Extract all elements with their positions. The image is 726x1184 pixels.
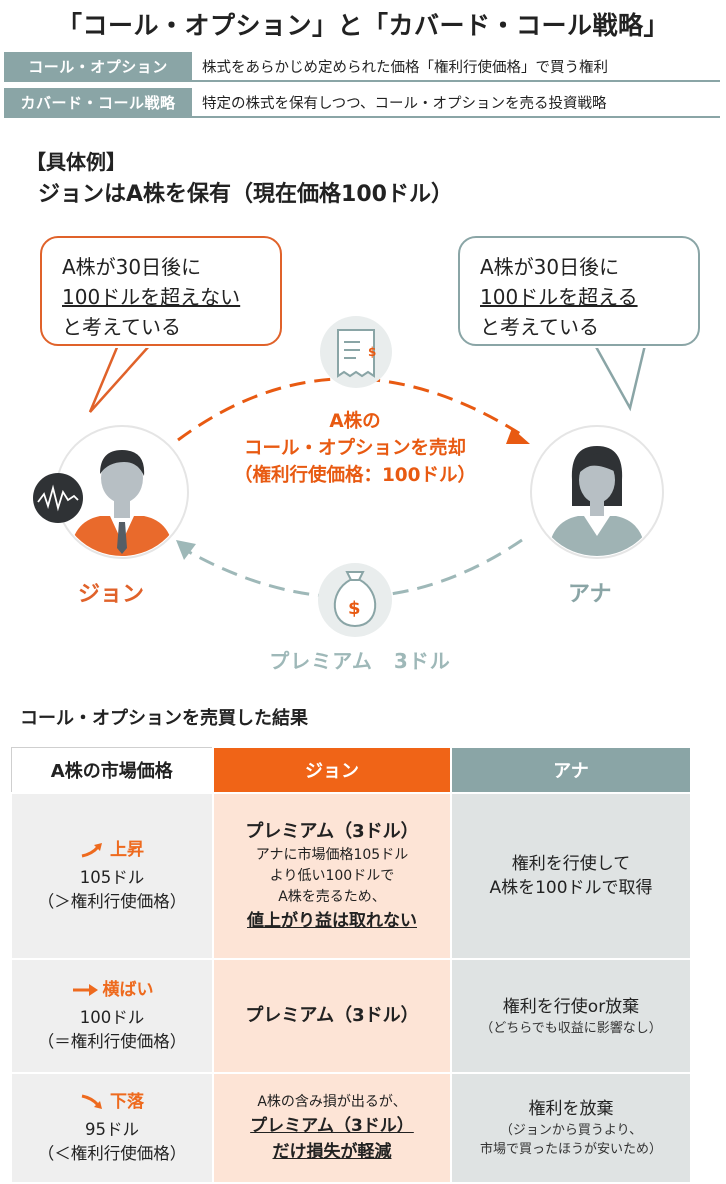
john-emphasis-text: だけ損失が軽減	[272, 1141, 392, 1162]
definition-desc: 株式をあらかじめ定められた価格「権利行使価格」で買う権利	[202, 59, 608, 76]
ana-note-text: （どちらでも収益に影響なし）	[480, 1020, 662, 1036]
stock-chart-icon	[33, 473, 83, 523]
trend-flat-icon	[72, 984, 98, 996]
svg-text:$: $	[348, 598, 361, 619]
condition-text: （＝権利行使価格）	[37, 1032, 187, 1051]
sale-arrow-head	[506, 428, 530, 444]
trend-label: 横ばい	[12, 978, 212, 1002]
price-text: 95ドル	[85, 1120, 139, 1139]
trend-label: 上昇	[12, 838, 212, 862]
ana-cell: 権利を放棄 （ジョンから買うより、 市場で買ったほうが安いため）	[450, 1072, 692, 1184]
example-label: 【具体例】	[26, 150, 126, 174]
trend-down-icon	[81, 1094, 102, 1109]
trend-text: 下落	[110, 1092, 144, 1112]
market-cell: 上昇 105ドル （＞権利行使価格）	[10, 792, 214, 960]
john-avatar	[55, 425, 189, 559]
john-cell: プレミアム（3ドル） アナに市場価格105ドル より低い100ドルで A株を売る…	[212, 792, 452, 960]
john-detail-text: より低い100ドルで	[269, 867, 395, 884]
ana-note-text: 市場で買ったほうが安いため）	[479, 1142, 662, 1157]
john-emphasis-text: プレミアム（3ドル）	[250, 1115, 414, 1136]
price-text: 100ドル	[79, 1008, 145, 1027]
john-emphasis-text: 値上がり益は取れない	[247, 910, 417, 931]
money-bag-icon: $	[318, 563, 392, 637]
ana-detail-text: 権利を放棄	[528, 1099, 614, 1119]
bubble-tail-john	[88, 343, 153, 413]
page-title: 「コール・オプション」と「カバード・コール戦略」	[56, 11, 669, 40]
john-premium-text: プレミアム（3ドル）	[245, 820, 419, 842]
john-detail-text: A株を売るため、	[278, 888, 386, 905]
condition-text: （＜権利行使価格）	[37, 1144, 187, 1163]
ana-detail-text: 権利を行使or放棄	[502, 996, 640, 1017]
john-detail-text: A株の含み損が出るが、	[257, 1093, 407, 1110]
example-title: ジョンはA株を保有（現在価格100ドル）	[38, 182, 453, 207]
ana-detail-text: 権利を行使して	[511, 854, 631, 874]
john-thought-bubble: A株が30日後に 100ドルを超えない と考えている	[40, 236, 282, 346]
premium-label: プレミアム 3ドル	[269, 649, 451, 673]
john-cell: プレミアム（3ドル）	[212, 958, 452, 1074]
ana-note-text: （ジョンから買うより、	[499, 1123, 643, 1138]
bubble-line-emphasis: 100ドルを超えない	[62, 285, 241, 309]
bubble-line-emphasis: 100ドルを超える	[480, 285, 638, 309]
sale-label: A株の コール・オプションを売却 （権利行使価格：100ドル）	[190, 408, 520, 489]
john-name: ジョン	[78, 582, 145, 607]
table-row: 横ばい 100ドル （＝権利行使価格） プレミアム（3ドル） 権利を行使or放棄…	[10, 958, 692, 1074]
results-table: A株の市場価格 ジョン アナ 上昇 105ドル （＞権利行使価格） プレミアム（…	[10, 746, 692, 1184]
market-cell: 下落 95ドル （＜権利行使価格）	[10, 1072, 214, 1184]
condition-text: （＞権利行使価格）	[37, 892, 187, 911]
bubble-line: と考えている	[62, 315, 181, 339]
definition-desc: 特定の株式を保有しつつ、コール・オプションを売る投資戦略	[202, 95, 607, 112]
premium-arrow-head	[176, 540, 196, 560]
ana-detail-text: A株を100ドルで取得	[489, 878, 653, 898]
ana-thought-bubble: A株が30日後に 100ドルを超える と考えている	[458, 236, 700, 346]
trend-text: 上昇	[110, 840, 144, 860]
ana-cell: 権利を行使or放棄 （どちらでも収益に影響なし）	[450, 958, 692, 1074]
definition-row-covered-call: カバード・コール戦略 特定の株式を保有しつつ、コール・オプションを売る投資戦略	[4, 88, 720, 118]
john-detail-text: アナに市場価格105ドル	[255, 846, 409, 863]
bubble-line: と考えている	[480, 315, 599, 339]
john-cell: A株の含み損が出るが、 プレミアム（3ドル） だけ損失が軽減	[212, 1072, 452, 1184]
trend-label: 下落	[12, 1090, 212, 1114]
bubble-tail-ana	[592, 343, 647, 412]
sale-label-line: コール・オプションを売却	[243, 438, 466, 459]
header-ana: アナ	[450, 746, 692, 794]
price-text: 105ドル	[79, 868, 145, 887]
results-title: コール・オプションを売買した結果	[20, 708, 308, 729]
receipt-icon: $	[320, 316, 392, 388]
svg-text:$: $	[368, 345, 376, 359]
definition-term: カバード・コール戦略	[4, 88, 192, 116]
table-row: 上昇 105ドル （＞権利行使価格） プレミアム（3ドル） アナに市場価格105…	[10, 792, 692, 960]
definition-row-call-option: コール・オプション 株式をあらかじめ定められた価格「権利行使価格」で買う権利	[4, 52, 720, 82]
bubble-line: A株が30日後に	[480, 255, 620, 279]
market-cell: 横ばい 100ドル （＝権利行使価格）	[10, 958, 214, 1074]
ana-name: アナ	[568, 582, 612, 607]
trend-up-icon	[81, 843, 102, 858]
flow-diagram: $ $	[33, 316, 664, 637]
sale-label-line: （権利行使価格：100ドル）	[233, 465, 477, 486]
john-premium-text: プレミアム（3ドル）	[245, 1005, 419, 1026]
header-market-price: A株の市場価格	[10, 746, 214, 794]
header-john: ジョン	[212, 746, 452, 794]
trend-text: 横ばい	[102, 980, 154, 1000]
table-row: 下落 95ドル （＜権利行使価格） A株の含み損が出るが、 プレミアム（3ドル）…	[10, 1072, 692, 1184]
table-header-row: A株の市場価格 ジョン アナ	[10, 746, 692, 794]
ana-avatar	[530, 425, 664, 559]
bubble-line: A株が30日後に	[62, 255, 202, 279]
definition-term: コール・オプション	[4, 52, 192, 80]
sale-label-line: A株の	[329, 411, 381, 432]
ana-cell: 権利を行使して A株を100ドルで取得	[450, 792, 692, 960]
